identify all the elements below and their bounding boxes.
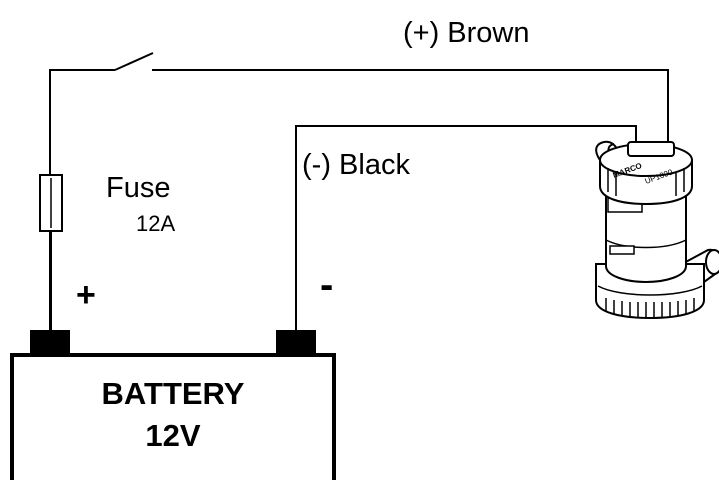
battery	[10, 330, 336, 480]
fuse-label: Fuse	[106, 172, 170, 204]
negative-wire-label: (-) Black	[302, 149, 410, 181]
bilge-pump-icon: MARCO UP1000	[595, 126, 719, 320]
positive-terminal	[30, 330, 70, 356]
negative-terminal-label: -	[320, 263, 333, 307]
battery-voltage-label: 12V	[145, 418, 200, 453]
switch	[114, 52, 154, 71]
negative-terminal	[276, 330, 316, 356]
positive-wire-label: (+) Brown	[403, 17, 530, 49]
battery-name-label: BATTERY	[102, 376, 245, 411]
positive-terminal-label: +	[76, 276, 96, 314]
fuse-rating-label: 12A	[136, 211, 175, 236]
